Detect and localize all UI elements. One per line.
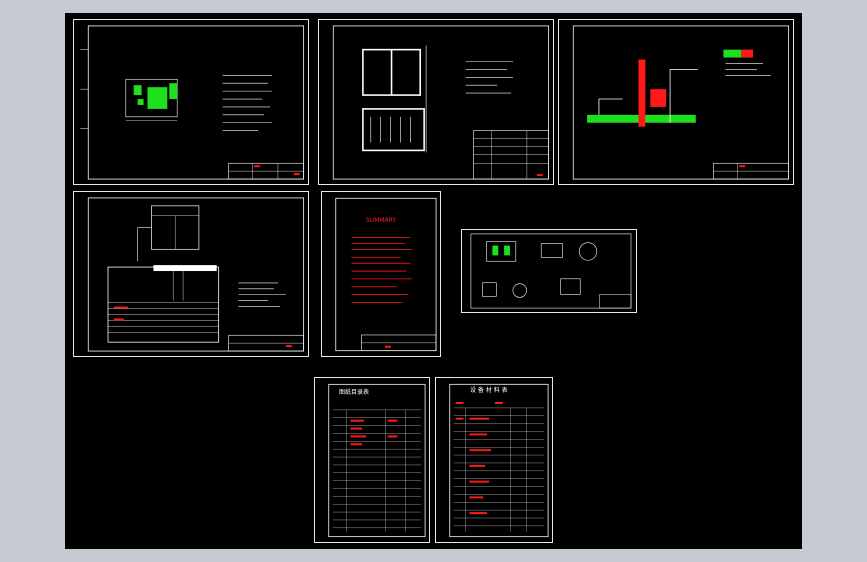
sheet-cable-routing[interactable] — [558, 19, 794, 185]
details-drawing — [470, 233, 632, 309]
wiring-diagram-drawing — [87, 197, 305, 352]
drawing-index-title: 图纸目录表 — [339, 389, 370, 396]
cable-routing-drawing — [572, 25, 790, 180]
sheet-drawing-index[interactable]: 图纸目录表 — [314, 377, 430, 543]
materials-list-table — [449, 383, 549, 538]
notes-drawing — [335, 197, 437, 352]
sheet-notes[interactable]: SUMMARY — [321, 191, 441, 357]
layout-plan-drawing — [80, 25, 305, 180]
foundation-plan-drawing — [332, 25, 550, 180]
sheet-wiring-diagram[interactable] — [73, 191, 309, 357]
sheet-details[interactable] — [461, 229, 637, 313]
sheet-foundation-plan[interactable] — [318, 19, 554, 185]
sheet-layout-plan[interactable] — [73, 19, 309, 185]
cad-model-viewport[interactable]: SUMMARY — [65, 13, 802, 549]
notes-heading: SUMMARY — [366, 217, 397, 224]
drawing-index-table — [328, 383, 426, 538]
sheet-materials-list[interactable]: 设 备 材 料 表 — [435, 377, 553, 543]
materials-list-title: 设 备 材 料 表 — [470, 387, 508, 394]
